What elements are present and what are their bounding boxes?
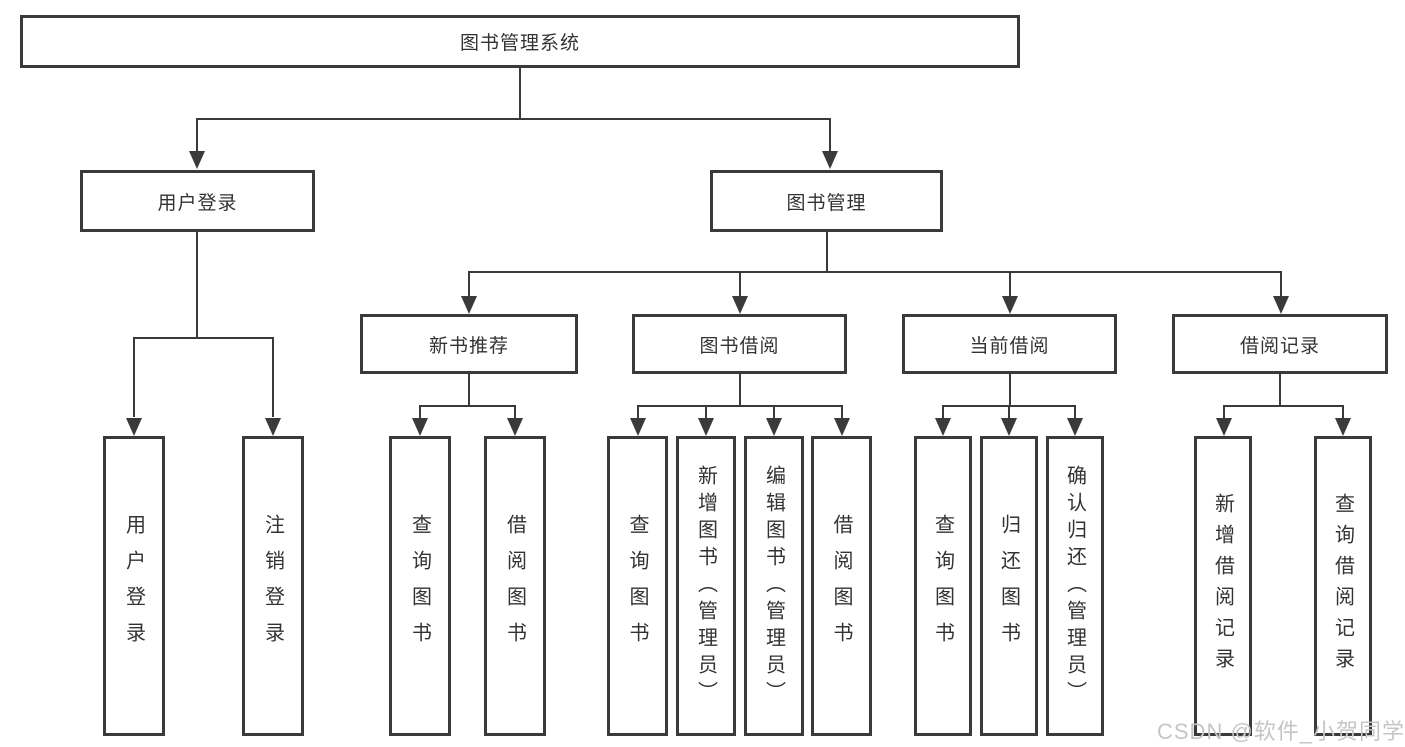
leaf-records-query-record: 查询借阅记录 [1314,436,1372,736]
arrow-down-icon [822,151,838,169]
leaf-current-return-books: 归还图书 [980,436,1038,736]
arrow-down-icon [698,418,714,436]
leaf-newbooks-query-books: 查询图书 [389,436,451,736]
connector-line [514,405,516,419]
leaf-user-login: 用户登录 [103,436,165,736]
connector-line [1074,405,1076,419]
connector-line [637,405,639,419]
node-current-borrowing: 当前借阅 [902,314,1117,374]
connector-line [637,405,842,407]
connector-line [196,118,831,120]
connector-line [196,232,198,337]
arrow-down-icon [766,418,782,436]
connector-line [468,271,470,297]
connector-line [1280,271,1282,297]
connector-line [1342,405,1344,419]
connector-line [419,405,516,407]
connector-line [1008,405,1010,419]
leaf-borrowing-add-books-admin: 新增图书（管理员） [676,436,736,736]
arrow-down-icon [1335,418,1351,436]
node-user-login: 用户登录 [80,170,315,232]
connector-line [826,232,828,272]
arrow-down-icon [507,418,523,436]
node-book-borrowing: 图书借阅 [632,314,847,374]
connector-line [133,337,274,339]
arrow-down-icon [630,418,646,436]
node-borrowing-records: 借阅记录 [1172,314,1388,374]
connector-line [468,374,470,406]
connector-line [1223,405,1225,419]
connector-line [1223,405,1344,407]
connector-line [829,118,831,154]
arrow-down-icon [189,151,205,169]
connector-line [773,405,775,419]
csdn-watermark: CSDN @软件_小贺同学 [1157,719,1405,744]
arrow-down-icon [834,418,850,436]
connector-line [1279,374,1281,406]
leaf-logout: 注销登录 [242,436,304,736]
arrow-down-icon [412,418,428,436]
connector-line [468,271,1281,273]
leaf-borrowing-borrow-books: 借阅图书 [811,436,872,736]
connector-line [841,405,843,419]
leaf-borrowing-query-books: 查询图书 [607,436,668,736]
arrow-down-icon [1001,418,1017,436]
arrow-down-icon [461,296,477,314]
connector-line [272,337,274,417]
leaf-newbooks-borrow-books: 借阅图书 [484,436,546,736]
connector-line [519,68,521,118]
node-library-system: 图书管理系统 [20,15,1020,68]
connector-line [705,405,707,419]
connector-line [942,405,944,419]
connector-line [739,271,741,297]
arrow-down-icon [1067,418,1083,436]
connector-line [739,374,741,406]
arrow-down-icon [732,296,748,314]
leaf-current-confirm-return-admin: 确认归还（管理员） [1046,436,1104,736]
connector-line [133,337,135,417]
arrow-down-icon [126,418,142,436]
connector-line [196,118,198,154]
leaf-records-add-record: 新增借阅记录 [1194,436,1252,736]
connector-line [1009,271,1011,297]
arrow-down-icon [935,418,951,436]
arrow-down-icon [1273,296,1289,314]
arrow-down-icon [1002,296,1018,314]
connector-line [1009,374,1011,406]
leaf-borrowing-edit-books-admin: 编辑图书（管理员） [744,436,804,736]
node-book-management: 图书管理 [710,170,943,232]
leaf-current-query-books: 查询图书 [914,436,972,736]
arrow-down-icon [265,418,281,436]
node-new-book-recommendation: 新书推荐 [360,314,578,374]
arrow-down-icon [1216,418,1232,436]
connector-line [419,405,421,419]
